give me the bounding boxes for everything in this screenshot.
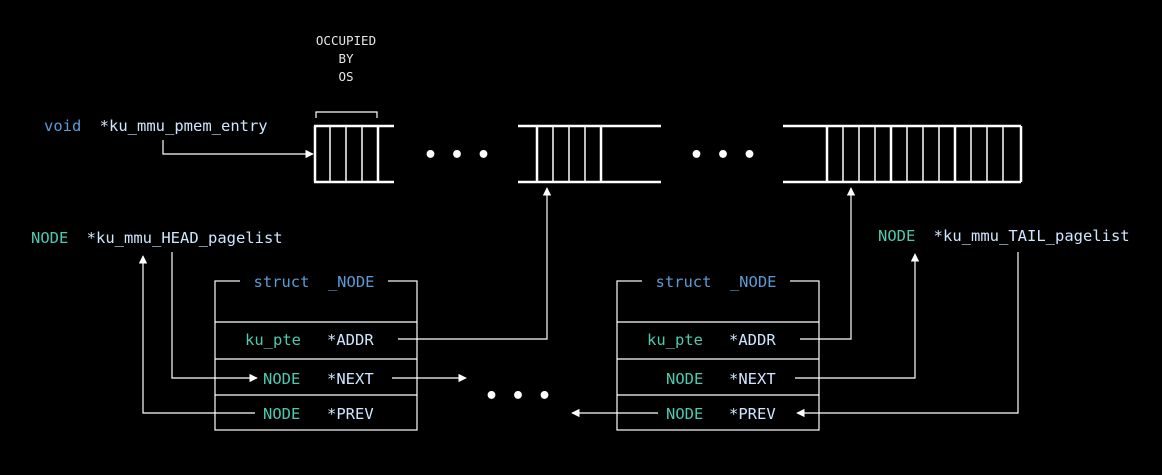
node-1-next-field: *NEXT xyxy=(327,370,374,388)
tail-pointer-type: NODE xyxy=(878,227,915,245)
node-2-prev-type: NODE xyxy=(666,405,703,423)
node-1: struct _NODE ku_pte *ADDR NODE *NEXT NOD… xyxy=(214,270,418,431)
node-1-next-type: NODE xyxy=(263,370,300,388)
node1-addr-arrow xyxy=(398,187,552,340)
node-2: struct _NODE ku_pte *ADDR NODE *NEXT NOD… xyxy=(616,270,820,431)
next-to-tail-arrow xyxy=(795,253,920,379)
memory-ellipsis-1: • • • xyxy=(424,143,490,168)
head-pointer-type: NODE xyxy=(31,229,68,247)
occupied-label-line3: OS xyxy=(338,69,353,84)
tail-to-prev-arrow xyxy=(796,252,1019,418)
occupied-label-line1: OCCUPIED xyxy=(316,33,376,48)
node-2-prev-field: *PREV xyxy=(729,405,776,423)
node-1-addr-type: ku_pte xyxy=(245,331,301,349)
tail-pointer-name: *ku_mmu_TAIL_pagelist xyxy=(934,227,1130,245)
head-to-next-arrow xyxy=(171,252,258,383)
node-2-next-field: *NEXT xyxy=(729,370,776,388)
pmem-entry-label: void *ku_mmu_pmem_entry xyxy=(44,117,268,135)
head-pointer-name: *ku_mmu_HEAD_pagelist xyxy=(87,229,283,247)
pmem-entry-name: *ku_mmu_pmem_entry xyxy=(100,117,268,135)
memory-block-2 xyxy=(518,124,661,184)
tail-pointer-label: NODE *ku_mmu_TAIL_pagelist xyxy=(878,227,1130,245)
node2-addr-arrow xyxy=(800,187,856,340)
pmem-entry-type: void xyxy=(44,117,81,135)
memory-block-3 xyxy=(783,124,1023,184)
node-1-addr-field: *ADDR xyxy=(327,331,374,349)
memory-block-1 xyxy=(313,124,394,184)
node-2-header: struct _NODE xyxy=(655,273,776,291)
occupied-label-line2: BY xyxy=(338,51,354,66)
node-1-prev-field: *PREV xyxy=(327,405,374,423)
node-2-next-type: NODE xyxy=(666,370,703,388)
node-2-addr-field: *ADDR xyxy=(729,331,776,349)
pmem-entry-arrow xyxy=(162,140,314,159)
memory-ellipsis-2: • • • xyxy=(690,143,756,168)
occupied-brace xyxy=(315,111,378,118)
head-pointer-label: NODE *ku_mmu_HEAD_pagelist xyxy=(31,229,283,247)
node-1-header: struct _NODE xyxy=(253,273,374,291)
node-2-addr-type: ku_pte xyxy=(647,331,703,349)
node-1-prev-type: NODE xyxy=(263,405,300,423)
node-ellipsis: • • • xyxy=(485,384,551,409)
prev-to-head-arrow xyxy=(138,255,255,414)
